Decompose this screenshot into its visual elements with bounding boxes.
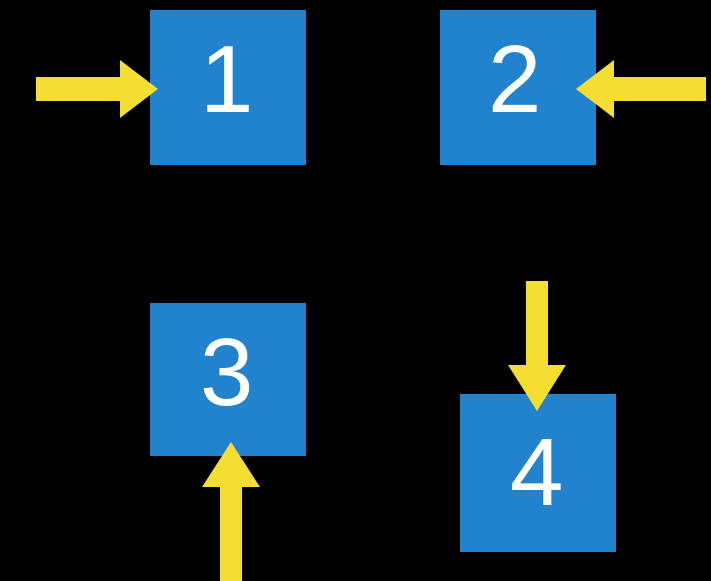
node-label-1: 1 (200, 26, 254, 133)
node-box-1[interactable] (150, 10, 306, 165)
arrow-right-icon (36, 60, 158, 118)
node-box-3[interactable] (150, 303, 306, 456)
arrow-up-icon (202, 442, 260, 581)
arrow-down-icon (508, 281, 566, 411)
node-label-4: 4 (510, 419, 564, 526)
node-box-4[interactable] (460, 394, 616, 552)
node-box-2[interactable] (440, 10, 596, 165)
node-label-2: 2 (488, 26, 542, 133)
node-label-3: 3 (200, 319, 254, 426)
arrow-left-icon (576, 60, 706, 118)
